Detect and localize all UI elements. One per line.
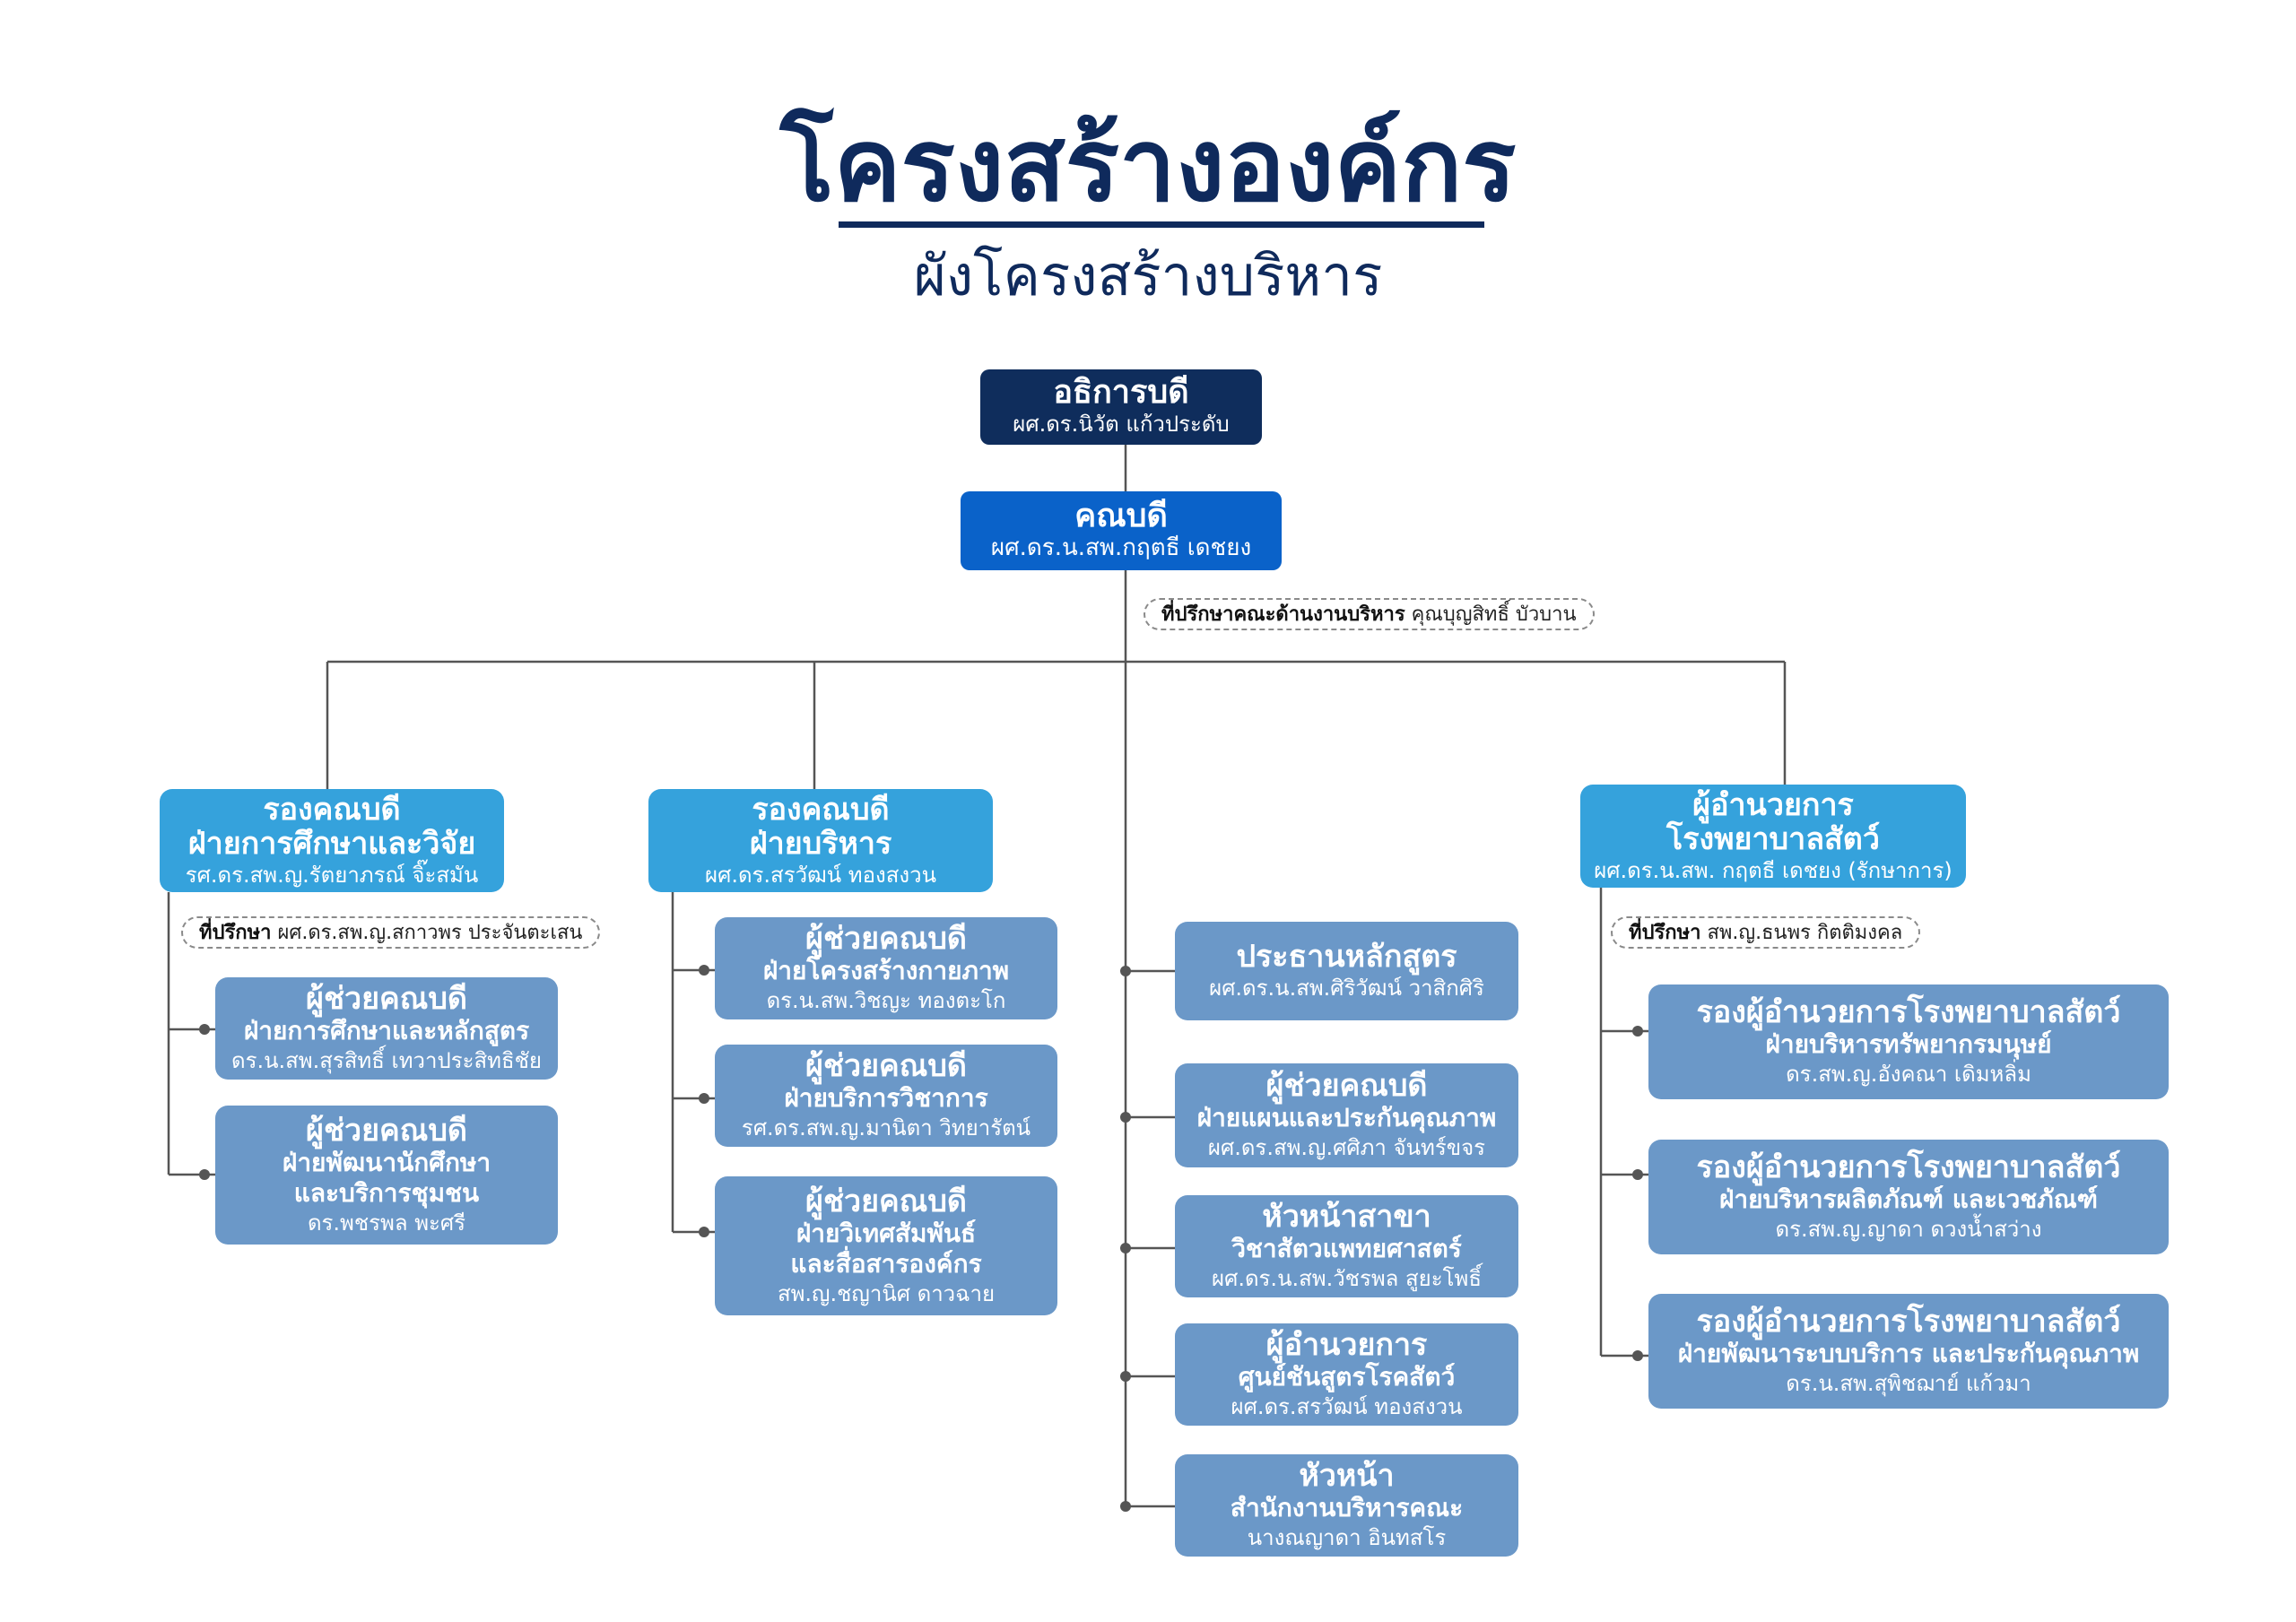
program-chair-box: ประธานหลักสูตร ผศ.ดร.น.สพ.ศิริวัฒน์ วาสิ… [1175,922,1518,1020]
vice-dean-title: รองคณบดี [263,791,401,828]
advisor-name: สพ.ญ.ธนพร กิตติมงคล [1707,922,1903,944]
unit-title: หัวหน้าสาขา [1262,1199,1431,1235]
diagnostic-center-director-box: ผู้อำนวยการ ศูนย์ชันสูตรโรคสัตว์ ผศ.ดร.ส… [1175,1323,1518,1426]
unit-title: ประธานหลักสูตร [1236,939,1457,975]
assistant-dean-title: ผู้ช่วยคณบดี [306,1112,467,1149]
assistant-dean-name: ดร.น.สพ.สุรสิทธิ์ เทวาประสิทธิชัย [231,1048,542,1073]
assistant-dean-box: ผู้ช่วยคณบดี ฝ่ายพัฒนานักศึกษา และบริการ… [215,1106,558,1245]
deputy-director-name: ดร.น.สพ.สุพิชฌาย์ แก้วมา [1786,1371,2031,1396]
assistant-dean-department: ฝ่ายพัฒนานักศึกษา [282,1147,491,1177]
hospital-advisor-tag: ที่ปรึกษา สพ.ญ.ธนพร กิตติมงคล [1611,916,1921,949]
director-title: ผู้อำนวยการ [1692,786,1854,823]
advisor-label: ที่ปรึกษา [1629,922,1701,944]
president-title: อธิการบดี [1053,374,1189,411]
deputy-director-box: รองผู้อำนวยการโรงพยาบาลสัตว์ ฝ่ายพัฒนาระ… [1648,1294,2169,1409]
assistant-dean-planning-box: ผู้ช่วยคณบดี ฝ่ายแผนและประกันคุณภาพ ผศ.ด… [1175,1063,1518,1167]
unit-department: วิชาสัตวแพทยศาสตร์ [1231,1234,1462,1263]
page-subtitle: ผังโครงสร้างบริหาร [913,243,1383,308]
vice-dean-name: ผศ.ดร.สรวัฒน์ ทองสงวน [705,862,936,888]
unit-department: ฝ่ายแผนและประกันคุณภาพ [1196,1103,1497,1132]
assistant-dean-department-line2: และสื่อสารองค์กร [790,1248,982,1279]
vice-dean-admin-box: รองคณบดี ฝ่ายบริหาร ผศ.ดร.สรวัฒน์ ทองสงว… [648,789,993,892]
unit-department: ศูนย์ชันสูตรโรคสัตว์ [1238,1362,1456,1392]
assistant-dean-department: ฝ่ายบริการวิชาการ [784,1083,988,1113]
assistant-dean-box: ผู้ช่วยคณบดี ฝ่ายโครงสร้างกายภาพ ดร.น.สพ… [715,917,1057,1019]
president-name: ผศ.ดร.นิวัต แก้วประดับ [1013,412,1230,437]
unit-title: ผู้อำนวยการ [1265,1327,1428,1363]
assistant-dean-name: สพ.ญ.ชญานิศ ดาวฉาย [777,1280,996,1306]
president-box: อธิการบดี ผศ.ดร.นิวัต แก้วประดับ [980,369,1262,445]
assistant-dean-box: ผู้ช่วยคณบดี ฝ่ายการศึกษาและหลักสูตร ดร.… [215,977,558,1080]
unit-title: หัวหน้า [1299,1458,1395,1494]
page-title: โครงสร้างองค์กร [779,108,1517,224]
deputy-director-name: ดร.สพ.ญ.ญาดา ดวงน้ำสว่าง [1775,1217,2042,1242]
office-head-box: หัวหน้า สำนักงานบริหารคณะ นางณญาดา อินทส… [1175,1454,1518,1557]
deputy-director-title: รองผู้อำนวยการโรงพยาบาลสัตว์ [1696,1149,2121,1185]
assistant-dean-department: ฝ่ายวิเทศสัมพันธ์ [796,1218,977,1248]
advisor-label: ที่ปรึกษาคณะด้านงานบริหาร [1161,603,1405,626]
vice-dean-title: รองคณบดี [752,791,890,828]
unit-title: ผู้ช่วยคณบดี [1265,1068,1428,1104]
director-department: โรงพยาบาลสัตว์ [1666,820,1880,857]
assistant-dean-box: ผู้ช่วยคณบดี ฝ่ายบริการวิชาการ รศ.ดร.สพ.… [715,1045,1057,1147]
unit-name: ผศ.ดร.น.สพ.วัชรพล สูยะโพธิ์ [1212,1266,1482,1291]
assistant-dean-department: ฝ่ายโครงสร้างกายภาพ [762,956,1010,985]
assistant-dean-title: ผู้ช่วยคณบดี [306,981,467,1017]
dean-box: คณบดี ผศ.ดร.น.สพ.กฤตธี เดชยง [961,491,1282,570]
assistant-dean-department: ฝ่ายการศึกษาและหลักสูตร [243,1016,530,1045]
deputy-director-title: รองผู้อำนวยการโรงพยาบาลสัตว์ [1696,994,2121,1030]
deputy-director-department: ฝ่ายบริหารทรัพยากรมนุษย์ [1765,1029,2052,1059]
assistant-dean-title: ผู้ช่วยคณบดี [805,1183,967,1219]
hospital-director-box: ผู้อำนวยการ โรงพยาบาลสัตว์ ผศ.ดร.น.สพ. ก… [1580,785,1966,888]
deputy-director-box: รองผู้อำนวยการโรงพยาบาลสัตว์ ฝ่ายบริหารผ… [1648,1140,2169,1254]
unit-name: นางณญาดา อินทสโร [1247,1525,1447,1550]
assistant-dean-name: รศ.ดร.สพ.ญ.มานิตา วิทยารัตน์ [741,1115,1031,1141]
deputy-director-department: ฝ่ายบริหารผลิตภัณฑ์ และเวชภัณฑ์ [1719,1184,2098,1214]
vice-dean-name: รศ.ดร.สพ.ญ.รัตยาภรณ์ จิ๊ะสมัน [185,862,479,888]
vice-dean-department: ฝ่ายการศึกษาและวิจัย [187,825,476,862]
deputy-director-department: ฝ่ายพัฒนาระบบบริการ และประกันคุณภาพ [1677,1339,2140,1368]
assistant-dean-department-line2: และบริการชุมชน [293,1177,480,1208]
unit-department: สำนักงานบริหารคณะ [1230,1493,1464,1522]
assistant-dean-box: ผู้ช่วยคณบดี ฝ่ายวิเทศสัมพันธ์ และสื่อสา… [715,1176,1057,1315]
deputy-director-title: รองผู้อำนวยการโรงพยาบาลสัตว์ [1696,1304,2121,1340]
deputy-director-name: ดร.สพ.ญ.อังคณา เดิมหลิ่ม [1786,1062,2031,1087]
assistant-dean-title: ผู้ช่วยคณบดี [805,1048,967,1084]
advisor-name: ผศ.ดร.สพ.ญ.สกาวพร ประจันตะเสน [277,922,583,944]
unit-name: ผศ.ดร.น.สพ.ศิริวัฒน์ วาสิกศิริ [1209,976,1484,1001]
department-head-box: หัวหน้าสาขา วิชาสัตวแพทยศาสตร์ ผศ.ดร.น.ส… [1175,1195,1518,1297]
advisor-name: คุณบุญสิทธิ์ บัวบาน [1411,603,1577,626]
dean-advisor-tag: ที่ปรึกษาคณะด้านงานบริหาร คุณบุญสิทธิ์ บ… [1144,598,1595,630]
assistant-dean-name: ดร.น.สพ.วิชญะ ทองตะโก [766,988,1006,1013]
title-underline [839,221,1484,228]
unit-name: ผศ.ดร.สพ.ญ.ศศิภา จันทร์ขจร [1207,1135,1486,1160]
dean-title: คณบดี [1074,498,1168,534]
assistant-dean-name: ดร.พชรพล พะศรี [307,1210,466,1236]
unit-name: ผศ.ดร.สรวัฒน์ ทองสงวน [1231,1394,1463,1419]
dean-name: ผศ.ดร.น.สพ.กฤตธี เดชยง [990,534,1252,561]
director-name: ผศ.ดร.น.สพ. กฤตธี เดชยง (รักษาการ) [1594,857,1952,883]
vice-dean-academic-box: รองคณบดี ฝ่ายการศึกษาและวิจัย รศ.ดร.สพ.ญ… [160,789,504,892]
advisor-label: ที่ปรึกษา [199,922,272,944]
vice-dean-department: ฝ่ายบริหาร [749,825,892,862]
assistant-dean-title: ผู้ช่วยคณบดี [805,921,967,957]
deputy-director-box: รองผู้อำนวยการโรงพยาบาลสัตว์ ฝ่ายบริหารท… [1648,984,2169,1099]
academic-advisor-tag: ที่ปรึกษา ผศ.ดร.สพ.ญ.สกาวพร ประจันตะเสน [181,916,601,949]
